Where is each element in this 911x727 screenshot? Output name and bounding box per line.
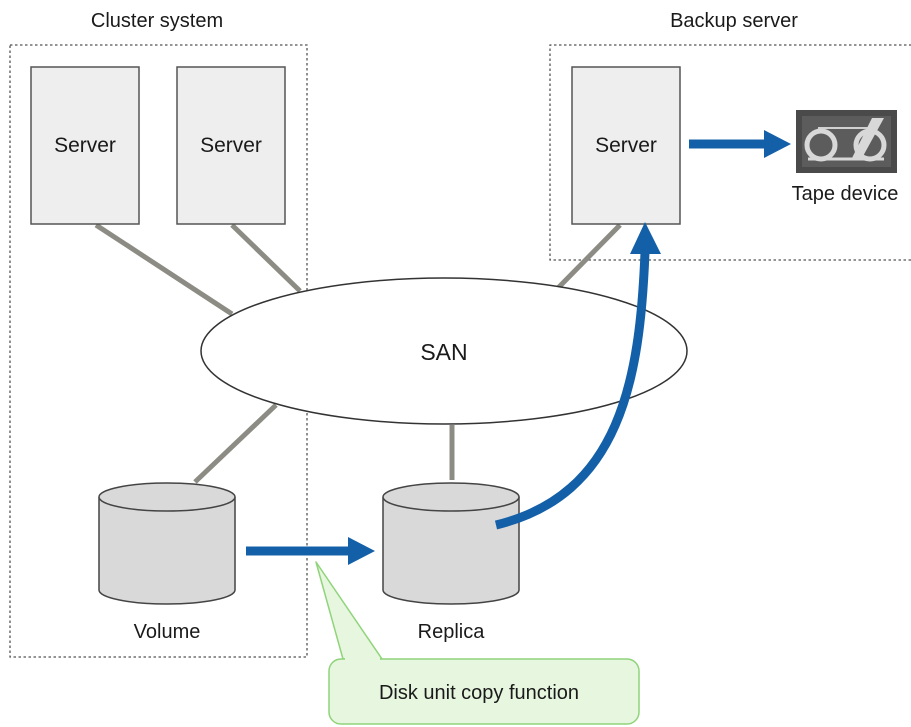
- backup-server-boundary: [549, 44, 911, 261]
- cluster-system-boundary: [9, 44, 308, 658]
- server-box-1: [30, 66, 140, 225]
- san-label: SAN: [420, 339, 467, 365]
- backup-server-title: Backup server: [670, 10, 798, 32]
- san-ellipse: [200, 277, 688, 425]
- copy-arrow: [246, 537, 375, 565]
- tape-device-icon: [796, 110, 897, 173]
- volume-label: Volume: [134, 621, 201, 643]
- connectors: [94, 222, 622, 484]
- server-box-3: [571, 66, 681, 225]
- server-2-label: Server: [200, 134, 262, 157]
- server-3-label: Server: [595, 134, 657, 157]
- callout-text: Disk unit copy function: [379, 682, 579, 704]
- connector-server-1-san: [94, 222, 234, 317]
- replica-disk-icon: [382, 482, 520, 605]
- tape-arrow: [689, 130, 791, 158]
- backup-arrow: [494, 222, 661, 530]
- server-1-label: Server: [54, 134, 116, 157]
- tape-device-label: Tape device: [792, 183, 899, 205]
- replica-label: Replica: [418, 621, 486, 643]
- volume-disk-icon: [98, 482, 236, 605]
- callout-disk-copy: [315, 561, 640, 725]
- server-box-2: [176, 66, 286, 225]
- connector-volume-san: [193, 403, 278, 484]
- cluster-system-title: Cluster system: [91, 10, 223, 32]
- connector-server-3-san: [556, 223, 622, 290]
- connector-server-2-san: [230, 223, 302, 293]
